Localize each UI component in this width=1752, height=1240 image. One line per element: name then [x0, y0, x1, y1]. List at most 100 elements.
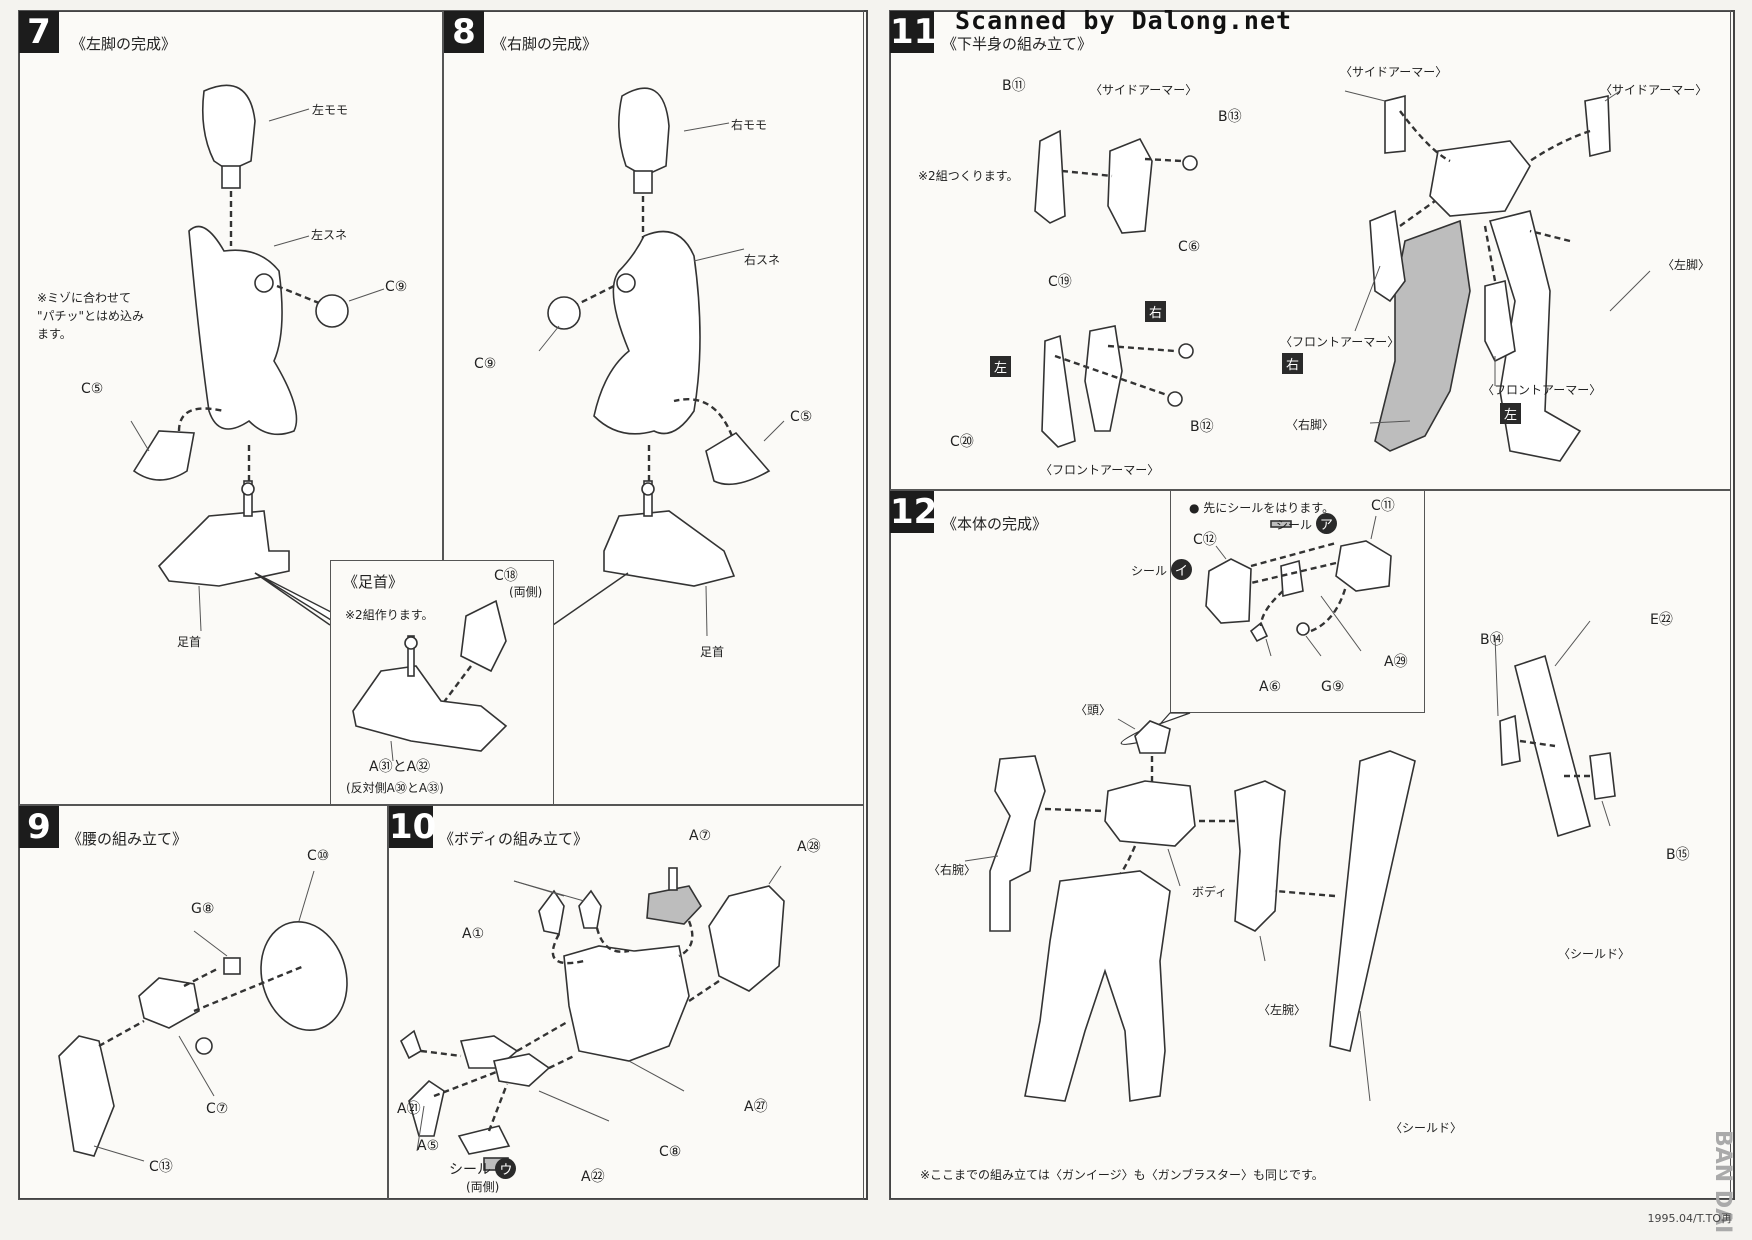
thigh-label: 右モモ	[731, 118, 768, 132]
step-10-panel: 10 《ボディの組み立て》 A⑦ A㉘ A① A㉑ A⑤ シール ウ	[388, 805, 864, 1200]
part-c20-label: C⑳	[950, 434, 974, 450]
part-c6-label: C⑥	[1178, 239, 1201, 255]
print-code: 1995.04/T.TO再	[1647, 1212, 1732, 1225]
waist-diagram	[58, 870, 348, 1162]
step-title: 《左脚の完成》	[71, 35, 177, 53]
left-leg-diagram	[130, 84, 385, 632]
ankle-note: ※2組作ります。	[345, 608, 434, 622]
front-armor-right-label: 〈フロントアーマー〉	[1280, 335, 1400, 349]
part-c11-label: C⑪	[1371, 498, 1395, 514]
part-c8-label: C⑧	[659, 1144, 682, 1160]
foot-label: 足首	[700, 645, 725, 659]
left-badge: 左	[990, 356, 1012, 377]
part-b13-label: B⑬	[1218, 109, 1242, 125]
right-mark-2: 右	[1282, 353, 1304, 374]
two-sets-note: ※2組つくります。	[918, 169, 1019, 183]
part-c9-label: C⑨	[474, 356, 497, 372]
step-number: 10	[389, 806, 437, 848]
step-number: 12	[890, 491, 938, 533]
seal-both-sides: (両側)	[466, 1180, 500, 1194]
sticker-first-note: ● 先にシールをはります。	[1189, 501, 1335, 515]
part-e92-label: E㉒	[1650, 612, 1673, 628]
part-a7-label: A⑦	[689, 828, 712, 844]
part-c18-label: C⑱	[494, 568, 518, 584]
side-armor-left-label: 〈サイドアーマー〉	[1600, 83, 1708, 97]
foot-label: 足首	[177, 635, 202, 649]
part-c9-label: C⑨	[385, 279, 408, 295]
watermark: Scanned by Dalong.net	[955, 6, 1293, 35]
right-page	[889, 10, 1735, 1200]
shield-label-2: 〈シールド〉	[1558, 947, 1631, 961]
shield-label: 〈シールド〉	[1390, 1121, 1463, 1135]
step-9-panel: 9 《腰の組み立て》 C⑩ G⑧ C⑦ C⑬	[18, 805, 388, 1200]
shin-label: 右スネ	[744, 253, 781, 267]
seal-u-label: シール ウ	[449, 1158, 517, 1179]
left-leg-label: 〈左脚〉	[1662, 258, 1711, 272]
step-title: 《ボディの組み立て》	[439, 830, 588, 848]
step-number: 11	[890, 11, 938, 53]
left-mark: 左	[990, 356, 1012, 377]
front-armor-left-label: 〈フロントアーマー〉	[1482, 383, 1602, 397]
parts-a31-a32-label: A㉛とA㉜	[369, 759, 431, 775]
step-title: 《右脚の完成》	[492, 35, 598, 53]
seal-a-mark: ア	[1315, 513, 1337, 534]
seal-mark: ウ	[495, 1158, 517, 1179]
thigh-label: 左モモ	[312, 103, 349, 117]
seal-a-text: シール	[1276, 518, 1313, 532]
part-c5-label: C⑤	[81, 381, 104, 397]
right-arm-label: 〈右腕〉	[928, 863, 977, 877]
left-arm-label: 〈左腕〉	[1258, 1003, 1307, 1017]
right-mark: 右	[1145, 301, 1167, 322]
body-diagram	[400, 865, 785, 1171]
step-8-panel: 8 《右脚の完成》 右モモ 右スネ C⑨ C⑤ 足首	[443, 10, 864, 805]
right-leg-label: 〈右脚〉	[1286, 418, 1335, 432]
part-b11-label: B⑪	[1002, 78, 1026, 94]
ankle-diagram	[352, 599, 508, 762]
side-armor-label: 〈サイドアーマー〉	[1090, 83, 1198, 97]
part-g9-label: G⑨	[1321, 679, 1345, 695]
same-assembly-note: ※ここまでの組み立ては〈ガンイージ〉も〈ガンブラスター〉も同じです。	[920, 1168, 1324, 1182]
seal-i-mark: イ	[1170, 559, 1192, 580]
lower-body-diagram	[1034, 90, 1651, 462]
step-title: 《本体の完成》	[942, 515, 1048, 533]
side-armor-right-label: 〈サイドアーマー〉	[1340, 65, 1448, 79]
ankle-panel: 《足首》 ※2組作ります。 C⑱ (両側) A㉛とA㉜ (反対側A㉚とA㉝)	[330, 560, 554, 805]
step-title: 《下半身の組み立て》	[942, 35, 1093, 53]
part-c13-label: C⑬	[149, 1159, 173, 1175]
head-label: 〈頭〉	[1075, 703, 1112, 717]
part-g8-label: G⑧	[191, 901, 215, 917]
seal-a-label: シール ア	[1276, 513, 1337, 534]
part-b12-label: B⑫	[1190, 419, 1214, 435]
front-armor-left-badge: 左	[1500, 403, 1522, 424]
part-c19-label: C⑲	[1048, 274, 1072, 290]
main-body-diagram	[964, 620, 1616, 1102]
part-a5-label: A⑤	[417, 1138, 440, 1154]
part-a1-label: A①	[462, 926, 485, 942]
head-parts-diagram	[1205, 515, 1392, 657]
part-c7-label: C⑦	[206, 1101, 229, 1117]
part-b14-label: B⑭	[1480, 632, 1504, 648]
right-badge: 右	[1145, 301, 1167, 322]
brand-logo: BAN DAI	[1710, 1130, 1735, 1234]
step-12-panel: 12 《本体の完成》 ● 先にシールをはります。 C⑪ C⑫ シール ア	[889, 490, 1731, 1200]
shin-label: 左スネ	[311, 228, 348, 242]
part-c10-label: C⑩	[307, 848, 330, 864]
ankle-title: 《足首》	[343, 573, 404, 591]
part-c12-label: C⑫	[1193, 532, 1217, 548]
part-a27-label: A㉗	[744, 1099, 768, 1115]
step-title: 《腰の組み立て》	[67, 830, 188, 848]
step-number: 9	[19, 806, 59, 848]
seal-i-label: シール イ	[1131, 559, 1192, 580]
body-label: ボディ	[1192, 885, 1228, 899]
step-11-panel: 11 《下半身の組み立て》 B⑪ 〈サイドアーマー〉 B⑬ ※2組つくります。	[889, 10, 1731, 490]
seal-text: シール	[449, 1162, 491, 1178]
step-number: 7	[19, 11, 59, 53]
part-c18-both-sides: (両側)	[509, 585, 543, 599]
part-a29-label: A㉙	[1384, 654, 1408, 670]
parts-opposite-label: (反対側A㉚とA㉝)	[346, 781, 444, 795]
left-mark-2: 左	[1500, 403, 1522, 424]
part-a22-label: A㉒	[581, 1169, 605, 1185]
front-armor-label: 〈フロントアーマー〉	[1040, 463, 1160, 477]
right-leg-diagram	[538, 87, 785, 637]
step-number: 8	[444, 11, 484, 53]
